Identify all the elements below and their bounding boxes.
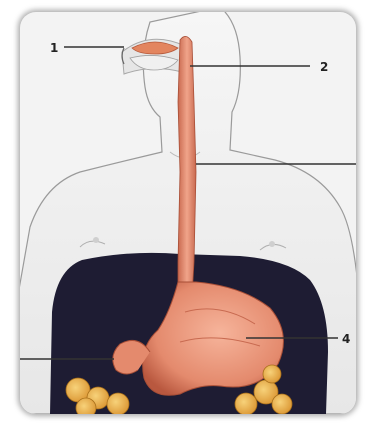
label-4-text: 4 [342,332,350,346]
label-2-text: 2 [320,60,328,74]
digestive-system-diagram: 1 2 4 [20,12,356,414]
mouth-region [122,39,185,74]
esophagus [178,36,196,297]
label-1: 1 [50,41,124,55]
diagram-frame: 1 2 4 [20,12,356,414]
label-1-text: 1 [50,41,58,55]
